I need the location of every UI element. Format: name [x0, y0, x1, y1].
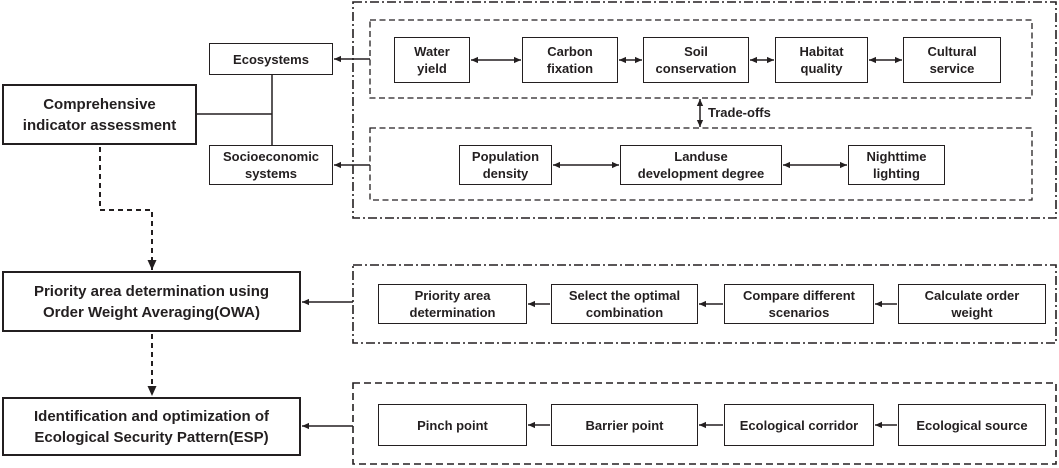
dashed-arrow-comprehensive-to-priority [99, 147, 157, 270]
soil-conservation-box: Soil conservation [643, 37, 749, 83]
stage-priority-area-owa: Priority area determination using Order … [2, 271, 301, 332]
water-yield-box: Water yield [394, 37, 470, 83]
habitat-quality-box: Habitat quality [775, 37, 868, 83]
carbon-fixation-box: Carbon fixation [522, 37, 618, 83]
nighttime-lighting-box: Nighttime lighting [848, 145, 945, 185]
pinch-point-box: Pinch point [378, 404, 527, 446]
socioeconomic-systems-box: Socioeconomic systems [209, 145, 333, 185]
stage-identification-esp: Identification and optimization of Ecolo… [2, 397, 301, 456]
ecological-source-box: Ecological source [898, 404, 1046, 446]
population-density-box: Population density [459, 145, 552, 185]
select-optimal-combination-box: Select the optimal combination [551, 284, 698, 324]
stage-comprehensive-indicator-assessment: Comprehensive indicator assessment [2, 84, 197, 145]
indicator-connectors [197, 55, 902, 169]
ecosystems-box: Ecosystems [209, 43, 333, 75]
tradeoffs-label: Trade-offs [708, 105, 771, 120]
frames [352, 1, 1057, 465]
frame-indicator-assessment [352, 1, 1057, 219]
stage-connectors [99, 147, 353, 430]
ecological-corridor-box: Ecological corridor [724, 404, 874, 446]
frame-esp-steps [352, 382, 1057, 465]
calculate-order-weight-box: Calculate order weight [898, 284, 1046, 324]
cultural-service-box: Cultural service [903, 37, 1001, 83]
compare-scenarios-box: Compare different scenarios [724, 284, 874, 324]
barrier-point-box: Barrier point [551, 404, 698, 446]
priority-area-determination-box: Priority area determination [378, 284, 527, 324]
landuse-development-degree-box: Landuse development degree [620, 145, 782, 185]
frame-socioeconomic-indicators [369, 127, 1033, 201]
